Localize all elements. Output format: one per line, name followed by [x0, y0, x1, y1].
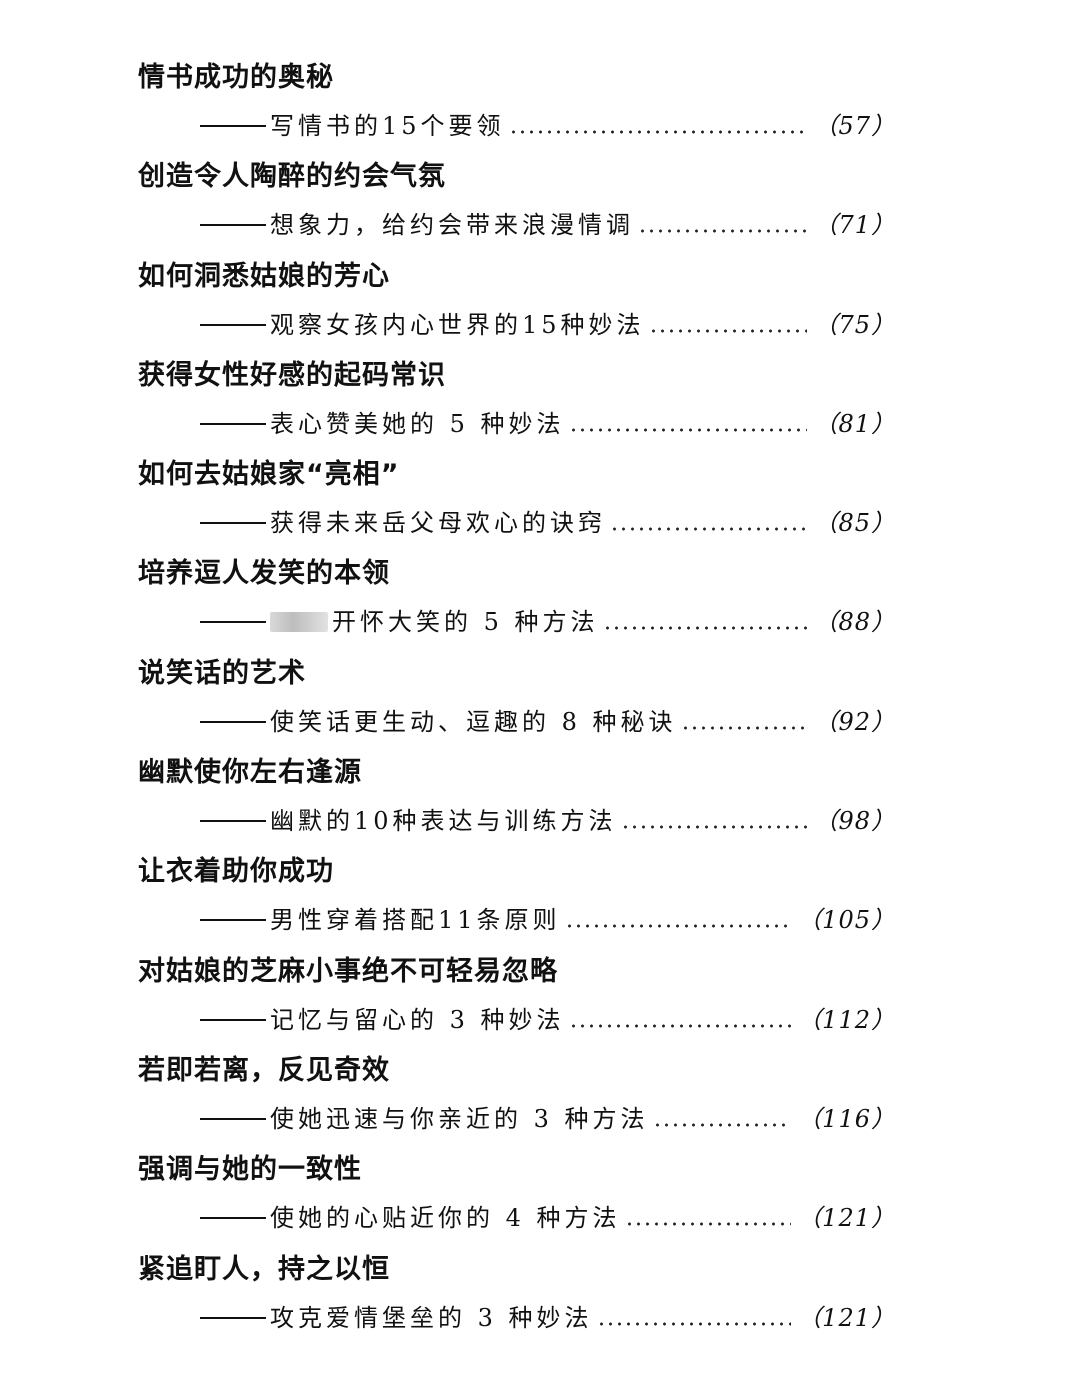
page-number: （121） [797, 1303, 896, 1332]
dot-leader [610, 527, 808, 532]
em-dash [200, 820, 266, 823]
page-number: （105） [797, 906, 896, 935]
chapter-title: 如何去姑娘家“亮相” [138, 459, 400, 491]
dot-leader [602, 626, 808, 631]
chapter-title: 让衣着助你成功 [138, 856, 334, 888]
chapter-title: 若即若离，反见奇效 [138, 1054, 390, 1086]
chapter-title: 对姑娘的芝麻小事绝不可轻易忽略 [138, 955, 558, 987]
chapter-subtitle: 观察女孩内心世界的15种妙法 [270, 310, 645, 339]
chapter-title: 紧追盯人，持之以恒 [138, 1253, 390, 1285]
chapter-title: 强调与她的一致性 [138, 1154, 362, 1186]
chapter-subline: 想象力，给约会带来浪漫情调 （71） [200, 205, 896, 245]
chapter-subline: 使她迅速与你亲近的 3 种方法 （116） [200, 1099, 896, 1139]
em-dash [200, 323, 266, 326]
chapter-title: 幽默使你左右逢源 [138, 757, 362, 789]
em-dash [200, 621, 266, 624]
page-number: （81） [813, 409, 896, 438]
chapter-title: 创造令人陶醉的约会气氛 [138, 161, 446, 193]
toc-entry[interactable]: 情书成功的奥秘 写情书的15个要领 （57） [138, 58, 898, 157]
dot-leader [620, 825, 808, 830]
dot-leader [638, 229, 808, 234]
chapter-subtitle: 攻克爱情堡垒的 3 种妙法 [270, 1303, 593, 1332]
chapter-subtitle: 使她迅速与你亲近的 3 种方法 [270, 1104, 649, 1133]
chapter-subline: 获得未来岳父母欢心的诀窍 （85） [200, 503, 896, 543]
dot-leader [564, 924, 792, 929]
dot-leader [568, 427, 808, 432]
em-dash [200, 1018, 266, 1021]
em-dash [200, 224, 266, 227]
page-number: （116） [797, 1104, 896, 1133]
chapter-subline: 记忆与留心的 3 种妙法 （112） [200, 1000, 896, 1040]
chapter-subtitle: 开怀大笑的 5 种方法 [332, 608, 599, 637]
toc-entry[interactable]: 创造令人陶醉的约会气氛 想象力，给约会带来浪漫情调 （71） [138, 157, 898, 256]
dot-leader [568, 1023, 792, 1028]
dot-leader [680, 725, 808, 730]
toc-entry[interactable]: 说笑话的艺术 使笑话更生动、逗趣的 8 种秘诀 （92） [138, 654, 898, 753]
page-number: （92） [813, 707, 896, 736]
toc-entry[interactable]: 培养逗人发笑的本领 开怀大笑的 5 种方法 （88） [138, 554, 898, 653]
table-of-contents: 情书成功的奥秘 写情书的15个要领 （57） 创造令人陶醉的约会气氛 想象力，给… [138, 58, 898, 1349]
em-dash [200, 125, 266, 127]
dot-leader [596, 1321, 792, 1326]
page-number: （85） [813, 509, 896, 538]
toc-entry[interactable]: 紧追盯人，持之以恒 攻克爱情堡垒的 3 种妙法 （121） [138, 1250, 898, 1349]
chapter-subline: 表心赞美她的 5 种妙法 （81） [200, 404, 896, 444]
chapter-subtitle: 使她的心贴近你的 4 种方法 [270, 1204, 621, 1233]
em-dash [200, 422, 266, 425]
dot-leader [652, 1122, 792, 1127]
page-number: （75） [813, 310, 896, 339]
toc-entry[interactable]: 强调与她的一致性 使她的心贴近你的 4 种方法 （121） [138, 1150, 898, 1249]
toc-entry[interactable]: 如何去姑娘家“亮相” 获得未来岳父母欢心的诀窍 （85） [138, 455, 898, 554]
page-number: （71） [813, 211, 896, 240]
toc-entry[interactable]: 获得女性好感的起码常识 表心赞美她的 5 种妙法 （81） [138, 356, 898, 455]
dot-leader [648, 328, 808, 333]
em-dash [200, 1217, 266, 1220]
em-dash [200, 1117, 266, 1120]
chapter-title: 说笑话的艺术 [138, 657, 306, 689]
em-dash [200, 1316, 266, 1319]
chapter-subline: 开怀大笑的 5 种方法 （88） [200, 602, 896, 642]
toc-entry[interactable]: 若即若离，反见奇效 使她迅速与你亲近的 3 种方法 （116） [138, 1051, 898, 1150]
chapter-subtitle: 幽默的10种表达与训练方法 [270, 807, 617, 836]
page-number: （121） [797, 1204, 896, 1233]
redacted-smudge [270, 612, 328, 633]
chapter-subtitle: 使笑话更生动、逗趣的 8 种秘诀 [270, 707, 677, 736]
page-number: （88） [813, 608, 896, 637]
page-number: （57） [813, 112, 896, 140]
dot-leader [508, 130, 808, 134]
chapter-subline: 使笑话更生动、逗趣的 8 种秘诀 （92） [200, 702, 896, 742]
chapter-subline: 男性穿着搭配11条原则 （105） [200, 900, 896, 940]
chapter-subline: 攻克爱情堡垒的 3 种妙法 （121） [200, 1298, 896, 1338]
em-dash [200, 919, 266, 922]
chapter-subtitle: 获得未来岳父母欢心的诀窍 [270, 509, 606, 538]
chapter-subline: 使她的心贴近你的 4 种方法 （121） [200, 1198, 896, 1238]
chapter-title: 情书成功的奥秘 [138, 62, 334, 93]
page-number: （112） [797, 1005, 896, 1034]
chapter-subtitle: 写情书的15个要领 [270, 112, 505, 140]
chapter-subtitle: 记忆与留心的 3 种妙法 [270, 1005, 565, 1034]
chapter-subline: 幽默的10种表达与训练方法 （98） [200, 801, 896, 841]
chapter-subline: 写情书的15个要领 （57） [200, 106, 896, 146]
chapter-subtitle: 表心赞美她的 5 种妙法 [270, 409, 565, 438]
dot-leader [624, 1222, 792, 1227]
toc-entry[interactable]: 让衣着助你成功 男性穿着搭配11条原则 （105） [138, 852, 898, 951]
chapter-subline: 观察女孩内心世界的15种妙法 （75） [200, 305, 896, 345]
chapter-title: 如何洞悉姑娘的芳心 [138, 260, 390, 292]
toc-entry[interactable]: 幽默使你左右逢源 幽默的10种表达与训练方法 （98） [138, 753, 898, 852]
chapter-subtitle: 男性穿着搭配11条原则 [270, 906, 561, 935]
chapter-subtitle: 想象力，给约会带来浪漫情调 [270, 211, 634, 240]
page-number: （98） [813, 807, 896, 836]
em-dash [200, 522, 266, 525]
chapter-title: 获得女性好感的起码常识 [138, 359, 446, 391]
em-dash [200, 720, 266, 723]
toc-entry[interactable]: 对姑娘的芝麻小事绝不可轻易忽略 记忆与留心的 3 种妙法 （112） [138, 952, 898, 1051]
chapter-title: 培养逗人发笑的本领 [138, 558, 390, 590]
toc-entry[interactable]: 如何洞悉姑娘的芳心 观察女孩内心世界的15种妙法 （75） [138, 257, 898, 356]
